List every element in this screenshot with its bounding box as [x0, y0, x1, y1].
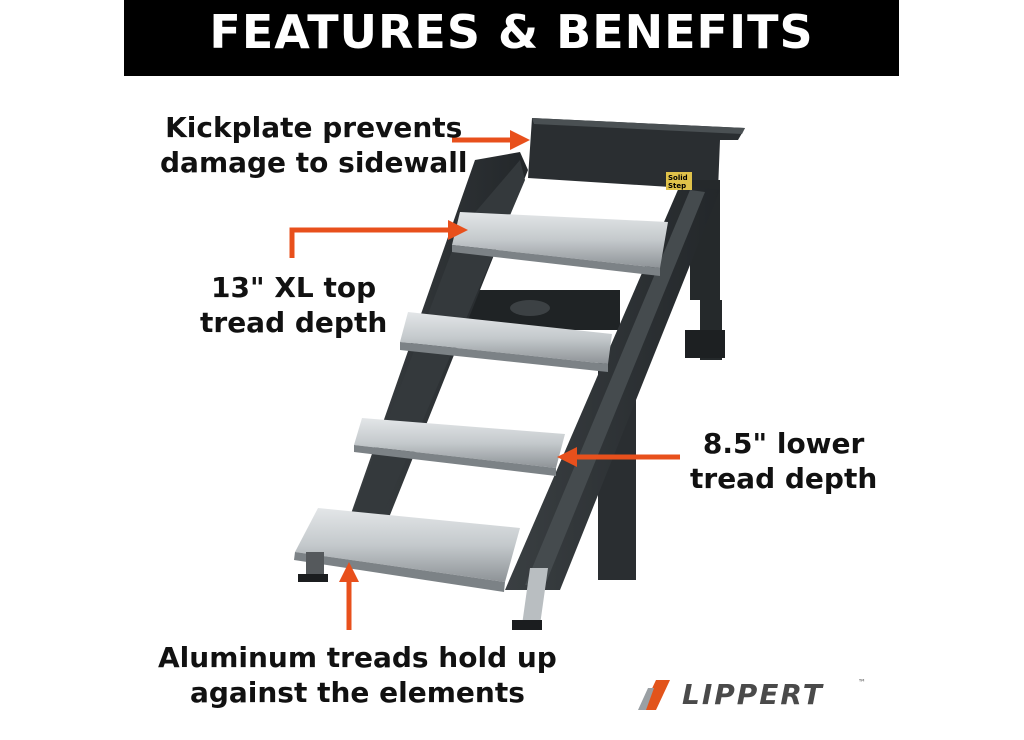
legs	[298, 552, 548, 630]
right-side-frame	[505, 185, 720, 590]
banner-title: FEATURES & BENEFITS	[209, 5, 814, 59]
callout-line: 8.5" lower	[702, 427, 865, 460]
solidstep-badge: Solid Step	[666, 172, 692, 190]
lower-tread-callout: 8.5" lower tread depth	[690, 426, 877, 496]
badge-line1: Solid	[668, 174, 688, 182]
top-tread-callout: 13" XL top tread depth	[200, 270, 387, 340]
kickplate-callout: Kickplate prevents damage to sidewall	[160, 110, 467, 180]
badge-line2: Step	[668, 182, 686, 190]
callout-line: Kickplate prevents	[165, 111, 463, 144]
aluminum-callout: Aluminum treads hold up against the elem…	[158, 640, 557, 710]
callout-line: 13" XL top	[211, 271, 377, 304]
arrow-heads	[339, 130, 577, 582]
callout-line: tread depth	[200, 306, 388, 339]
lippert-logo: LIPPERT ™	[636, 676, 868, 712]
callout-line: tread depth	[690, 462, 878, 495]
logo-trademark: ™	[858, 678, 866, 687]
lippert-logo-icon	[638, 680, 670, 710]
treads	[294, 212, 668, 592]
arrow-icon	[289, 137, 680, 630]
kickplate	[528, 118, 745, 190]
logo-text: LIPPERT	[682, 678, 824, 711]
callout-line: damage to sidewall	[160, 146, 468, 179]
callout-line: Aluminum treads hold up	[158, 641, 557, 674]
callout-line: against the elements	[189, 676, 525, 709]
banner: FEATURES & BENEFITS	[124, 0, 899, 76]
